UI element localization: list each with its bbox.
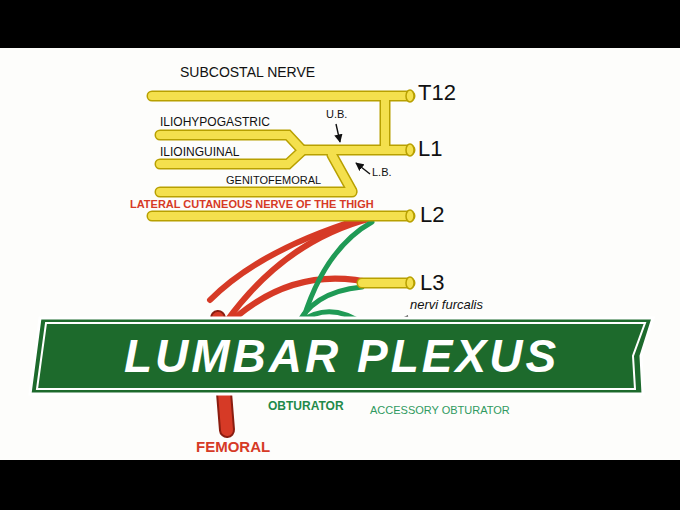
root-label: L2 (420, 202, 444, 227)
banner-title: LUMBAR PLEXUS (124, 329, 559, 383)
nerve-label: OBTURATOR (268, 400, 344, 414)
nerve-label: GENITOFEMORAL (226, 174, 321, 187)
root-label: L3 (420, 270, 444, 295)
root-label: L1 (418, 136, 442, 161)
root-label: T12 (418, 80, 456, 105)
nerve-label: LATERAL CUTANEOUS NERVE OF THE THIGH (130, 198, 374, 211)
branch-label: U.B. (326, 108, 347, 121)
nerve-label: ILIOHYPOGASTRIC (160, 116, 270, 130)
nerve-label: SUBCOSTAL NERVE (180, 64, 315, 80)
nerve-label: FEMORAL (196, 438, 270, 455)
title-banner: LUMBAR PLEXUS (28, 316, 655, 396)
branch-label: L.B. (372, 166, 392, 179)
note-label: nervi furcalis (410, 298, 483, 313)
nerve-label: ACCESSORY OBTURATOR (370, 404, 510, 417)
nerve-label: ILIOINGUINAL (160, 146, 239, 160)
